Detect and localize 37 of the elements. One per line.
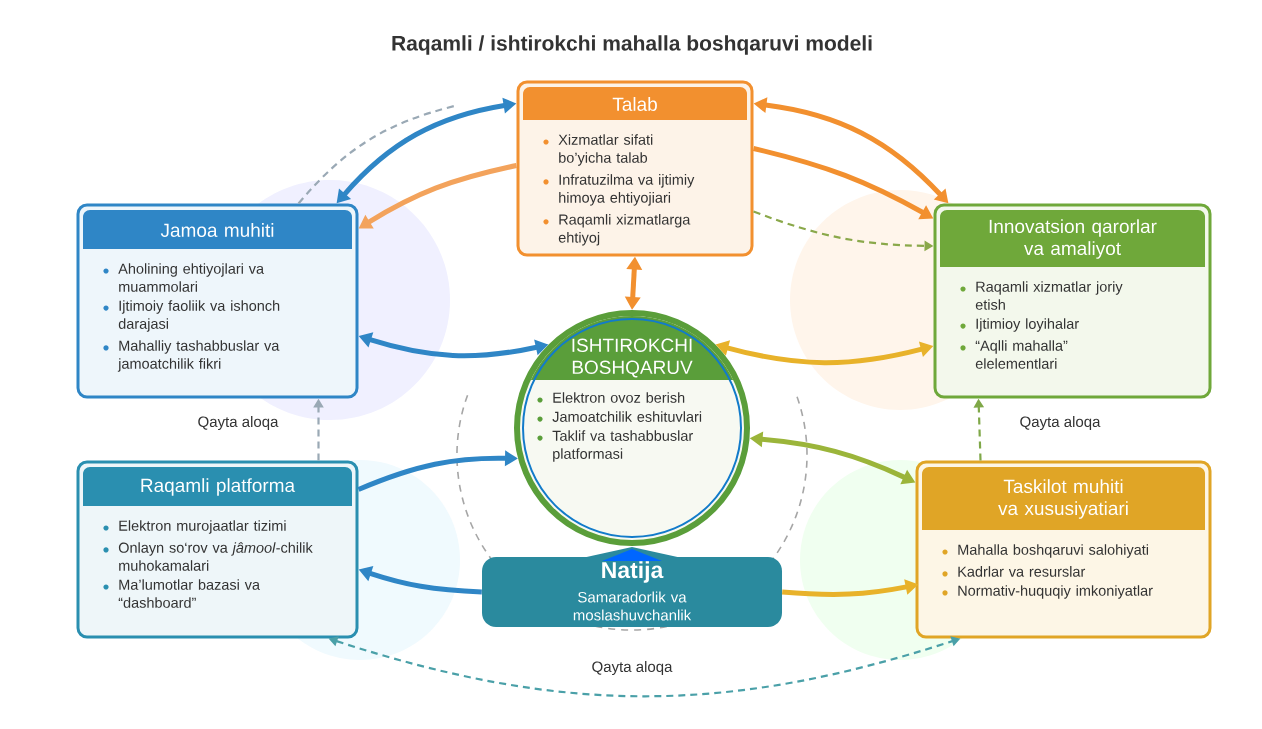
bullet-item: Jamoatchilik eshituvlari	[537, 411, 702, 422]
bullet-item: Xizmatlar sifati bo’yicha talab	[543, 134, 653, 166]
bullet-item: Aholining ehtiyojlari va muammolari	[103, 263, 265, 292]
box-header: Talab	[523, 87, 747, 120]
band-heading: Natija	[602, 561, 664, 583]
box-header: Taskilot muhiti va xususiyatiari	[922, 467, 1205, 530]
title: Raqamli / ishtirokchi mahalla boshqaruvi modeli	[392, 35, 872, 55]
info-box	[76, 460, 359, 639]
edge-label: Qayta aloqa	[588, 658, 676, 678]
bullet-item: “Aqlli mahalla” elelementlari	[960, 340, 1068, 369]
band-text: Samaradorlik va moslashuvchanlik	[573, 591, 692, 621]
bullet-item: Kadrlar va resurslar	[942, 566, 1086, 577]
circle-heading: ISHTIROKCHI BOSHQARUV	[572, 338, 693, 378]
info-box	[516, 80, 754, 257]
result-band	[482, 547, 782, 627]
box-header: Jamoa muhiti	[83, 210, 352, 249]
circle-box	[514, 310, 750, 546]
bullet-item: Mahalliy tashabbuslar va jamoatchilik fikri	[103, 340, 280, 372]
bullet-item: Elektron ovoz berish	[537, 392, 685, 403]
bullet-item: Ijtimoiy faoliik va ishonch darajasi	[103, 300, 280, 332]
bullet-item: Ijtimioy loyihalar	[960, 318, 1079, 332]
edge-label: Qayta aloqa	[1016, 413, 1104, 433]
box-header: Innovatsion qarorlar va amaliyot	[940, 210, 1205, 267]
info-box	[933, 203, 1212, 399]
bullet-item: Ma’lumotlar bazasi va “dashboard”	[103, 579, 260, 608]
info-box	[76, 203, 359, 399]
info-box	[915, 460, 1212, 639]
edge-label: Qayta aloqa	[194, 413, 282, 433]
box-header: Raqamli platforma	[83, 467, 352, 506]
bullet-item: Mahalla boshqaruvi salohiyati	[942, 544, 1148, 558]
bullet-item: Infratuzilma va ijtimiy himoya ehtiyojiari	[543, 174, 695, 206]
bullet-item: Elektron murojaatlar tizimi	[103, 520, 286, 534]
bullet-item: Onlayn so‘rov va jâmool-chilik muhokamalari	[103, 542, 313, 571]
bullet-item: Normativ-huquqiy imkoniyatlar	[942, 585, 1153, 599]
bullet-item: Raqamli xizmatlarga ehtiyoj	[543, 214, 691, 246]
bullet-item: Raqamli xizmatlar joriy etish	[960, 281, 1123, 310]
bullet-item: Taklif va tashabbuslar platformasi	[537, 430, 693, 462]
